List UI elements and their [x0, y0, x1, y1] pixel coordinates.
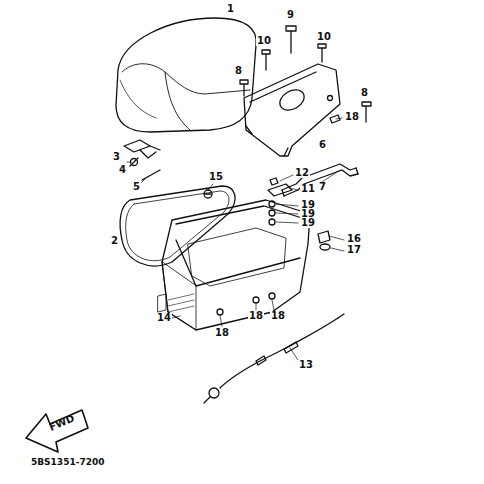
callout-number: 18	[344, 112, 360, 122]
callout-number: 16	[346, 234, 362, 244]
damper	[318, 231, 330, 250]
callout-number: 13	[298, 360, 314, 370]
callout-number: 12	[294, 168, 310, 178]
callout-number: 4	[118, 165, 127, 175]
strap	[282, 164, 358, 196]
direction-label: FWD	[47, 413, 77, 433]
callout-number: 11	[300, 184, 316, 194]
seat-lock-cable	[204, 314, 344, 403]
callout-number: 18	[214, 328, 230, 338]
seat	[116, 18, 256, 132]
callout-number: 17	[346, 245, 362, 255]
leader-lines	[127, 118, 344, 360]
forward-arrow	[26, 410, 88, 452]
bolts	[240, 26, 371, 123]
callout-number: 2	[110, 236, 119, 246]
part-code: 5BS1351-7200	[30, 458, 105, 467]
callout-number: 8	[234, 66, 243, 76]
callout-number: 5	[132, 182, 141, 192]
callout-number: 1	[226, 4, 235, 14]
callout-number: 10	[256, 36, 272, 46]
callout-number: 18	[248, 311, 264, 321]
screw	[204, 190, 212, 198]
seat-hinge	[124, 140, 160, 180]
callout-number: 8	[360, 88, 369, 98]
callout-number: 10	[316, 32, 332, 42]
callout-number: 7	[318, 182, 327, 192]
storage-trunk	[158, 200, 310, 330]
seat-seal	[120, 186, 235, 266]
callout-number: 19	[300, 218, 316, 228]
callout-number: 18	[270, 311, 286, 321]
callout-number: 15	[208, 172, 224, 182]
callout-number: 6	[318, 140, 327, 150]
callout-number: 3	[112, 152, 121, 162]
seat-plate	[244, 64, 340, 156]
callout-number: 9	[286, 10, 295, 20]
callout-number: 14	[156, 313, 172, 323]
